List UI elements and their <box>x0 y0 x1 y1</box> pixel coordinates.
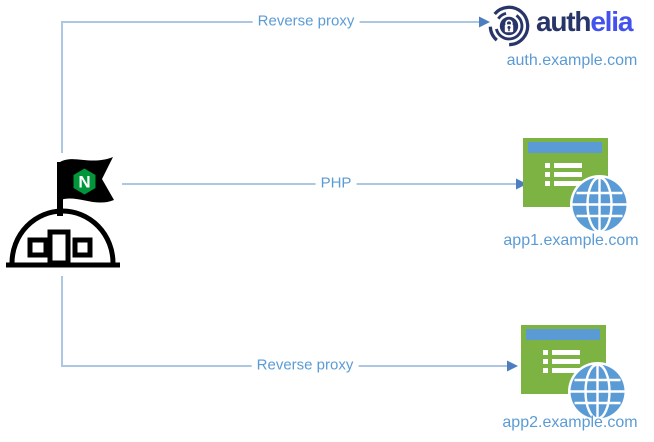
connector-nginx-app2[interactable] <box>61 276 518 372</box>
app2-domain-label[interactable]: app2.example.com <box>502 414 638 431</box>
padlock-keyhole-slot <box>508 28 510 32</box>
building-window-left <box>27 237 49 258</box>
app-list-lines <box>543 350 580 373</box>
nginx-hexagon-icon <box>73 168 96 195</box>
padlock-keyhole <box>507 26 511 30</box>
nginx-server-icon[interactable]: N <box>4 150 126 276</box>
authelia-brand-text[interactable]: authelia <box>536 6 633 38</box>
authelia-logo-icon[interactable] <box>486 3 532 49</box>
connector-label-reverse-proxy-bottom[interactable]: Reverse proxy <box>251 355 359 375</box>
globe-icon <box>568 362 627 421</box>
authelia-brand-elia: elia <box>590 6 633 37</box>
connector-nginx-authelia[interactable] <box>61 16 490 154</box>
building-window-right <box>72 237 93 258</box>
globe-icon <box>570 175 629 234</box>
app2-icon[interactable] <box>519 323 629 423</box>
app-titlebar <box>526 329 600 340</box>
connector-label-php[interactable]: PHP <box>315 173 357 193</box>
authelia-brand-auth: auth <box>536 6 592 37</box>
authelia-domain-label[interactable]: auth.example.com <box>506 52 638 69</box>
app1-icon[interactable] <box>521 136 631 236</box>
authelia-inner-arc <box>494 11 524 41</box>
app1-domain-label[interactable]: app1.example.com <box>503 232 639 249</box>
app-titlebar <box>528 142 602 153</box>
building-door <box>47 229 71 266</box>
nginx-flag-letter: N <box>78 173 90 192</box>
app-list-lines <box>545 163 582 186</box>
connector-label-reverse-proxy-top[interactable]: Reverse proxy <box>252 11 360 31</box>
